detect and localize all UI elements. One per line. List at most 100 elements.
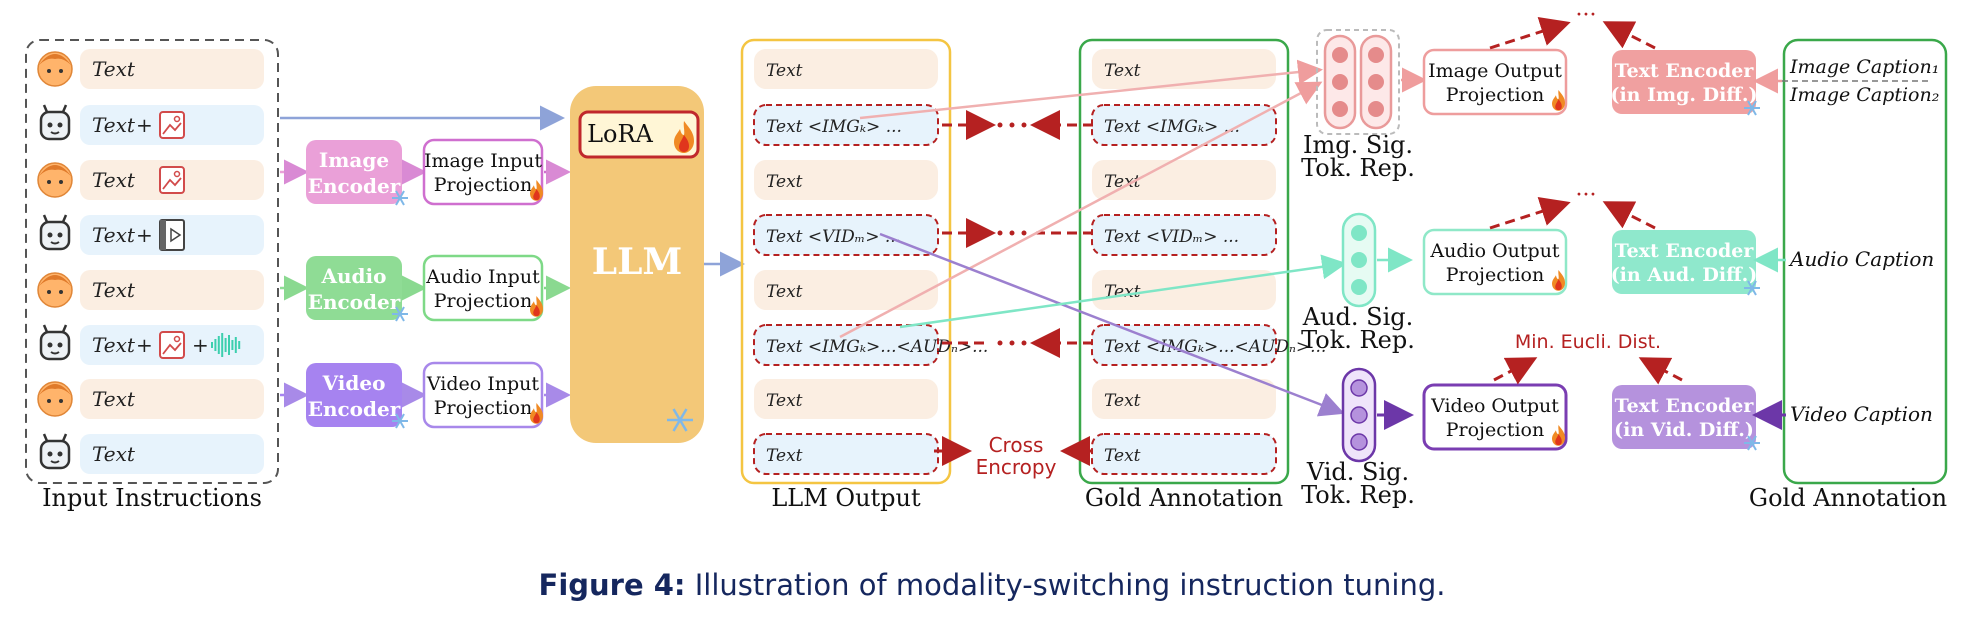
- input-row: Text: [37, 270, 264, 310]
- euclidean-arrows: [1489, 17, 1683, 385]
- row-text: Text: [1104, 282, 1141, 302]
- row-text: Text <VIDₘ> ...: [1104, 227, 1239, 247]
- fire-icon: [530, 296, 543, 317]
- image-caption-1: Image Caption₁: [1789, 56, 1939, 78]
- output-projection-label-line1: Image Output: [1428, 60, 1562, 82]
- text-encoder-label-line2: (in Aud. Diff.): [1611, 264, 1758, 286]
- encoder-label-line2: Encoder: [308, 174, 401, 198]
- row-text: Text <IMGₖ>...<AUDₙ>...: [1104, 337, 1326, 357]
- input-row: Text: [39, 433, 264, 474]
- llm-output-row: Text: [753, 433, 939, 475]
- input-projection-label-line1: Image Input: [424, 150, 542, 172]
- image-icon: [159, 111, 185, 139]
- gold-annotation-right-label: Gold Annotation: [1749, 484, 1947, 512]
- aud-sig-label-1: Aud. Sig.: [1302, 303, 1414, 331]
- gold-annotation-row: Text <IMGₖ>...<AUDₙ>...: [1091, 324, 1326, 366]
- robot-avatar-icon: [39, 214, 71, 251]
- row-text: Text: [766, 282, 803, 302]
- fire-icon: [1552, 90, 1565, 111]
- gold-annotation-row: Text: [1091, 433, 1277, 475]
- encoder-label-line1: Image: [319, 148, 389, 172]
- img-sig-label-1: Img. Sig.: [1303, 131, 1413, 159]
- row-text: Text <VIDₘ> ...: [766, 227, 901, 247]
- user-avatar-icon: [37, 272, 73, 308]
- row-text: Text: [1104, 446, 1141, 466]
- input-text: Text: [92, 442, 136, 466]
- vid-sig-label-1: Vid. Sig.: [1306, 458, 1409, 486]
- output-projection-label-line1: Audio Output: [1429, 240, 1560, 262]
- aud-signal-token-rep: Aud. Sig. Tok. Rep.: [1301, 212, 1415, 354]
- row-text: Text: [766, 61, 803, 81]
- row-text: Text: [1104, 172, 1141, 192]
- lora-label: LoRA: [587, 120, 653, 148]
- video-icon: [159, 219, 185, 251]
- ellipsis-top: ···: [1576, 3, 1597, 28]
- llm-output-row: Text: [754, 160, 938, 200]
- robot-avatar-icon: [39, 324, 71, 361]
- text-encoder-label-line2: (in Img. Diff.): [1610, 84, 1757, 106]
- text-encoder-0: Text Encoder(in Img. Diff.): [1610, 50, 1760, 116]
- llm-output-label: LLM Output: [771, 484, 921, 512]
- input-projection-label-line1: Video Input: [426, 373, 539, 395]
- fire-icon: [530, 403, 543, 424]
- snowflake-icon: [667, 408, 693, 432]
- gold-annotation-row: Text: [1092, 270, 1276, 310]
- row-text: Text: [766, 446, 803, 466]
- vid-sig-label-2: Tok. Rep.: [1301, 481, 1415, 509]
- llm-output-row: Text: [754, 270, 938, 310]
- text-encoder-label-line1: Text Encoder: [1615, 60, 1755, 82]
- input-row: Text+: [39, 104, 264, 145]
- input-row: Text: [37, 379, 264, 419]
- llm-output-row: Text: [754, 379, 938, 419]
- plus-sign: +: [136, 113, 153, 137]
- signal-connection-lines: [839, 59, 1347, 417]
- input-row: Text: [37, 160, 264, 200]
- plus-sign: +: [192, 333, 209, 357]
- llm-label: LLM: [592, 241, 682, 283]
- llm-block: LoRA LLM: [570, 86, 704, 443]
- input-projection-label-line2: Projection: [434, 174, 532, 196]
- robot-avatar-icon: [39, 104, 71, 141]
- input-projection-label-line2: Projection: [434, 290, 532, 312]
- text-encoder-label-line1: Text Encoder: [1615, 240, 1755, 262]
- cross-entropy-line2: Encropy: [976, 455, 1057, 479]
- gold-annotation-row: Text: [1092, 160, 1276, 200]
- ellipsis-mid: ···: [1576, 183, 1597, 208]
- text-encoder-label-line2: (in Vid. Diff.): [1614, 419, 1754, 441]
- input-row: Text++: [39, 324, 264, 365]
- output-projection-label-line1: Video Output: [1430, 395, 1559, 417]
- fire-icon: [674, 121, 694, 153]
- figure-caption: Figure 4: Illustration of modality-switc…: [0, 568, 1984, 602]
- gold-annotation-row: Text <IMGₖ> ...: [1091, 104, 1277, 146]
- encoder-label-line2: Encoder: [308, 397, 401, 421]
- user-avatar-icon: [37, 51, 73, 87]
- snowflake-icon: [392, 413, 408, 429]
- input-text: Text: [92, 333, 136, 357]
- image-icon: [159, 331, 185, 359]
- fire-icon: [530, 180, 543, 201]
- image-icon: [159, 166, 185, 194]
- llm-output-row: Text <VIDₘ> ...: [753, 214, 939, 256]
- input-projection-label-line1: Audio Input: [425, 266, 540, 288]
- lora-box: [578, 110, 700, 159]
- plus-sign: +: [136, 223, 153, 247]
- output-projection-label-line2: Projection: [1446, 419, 1544, 441]
- llm-output-row: Text <IMGₖ>...<AUDₙ>...: [753, 324, 988, 366]
- comparison-arrows: [934, 110, 1093, 466]
- output-projection-label-line2: Projection: [1446, 84, 1544, 106]
- row-text: Text <IMGₖ> ...: [1104, 117, 1240, 137]
- input-row: Text: [37, 49, 264, 89]
- llm-output-row: Text: [754, 49, 938, 89]
- gold-annotation-row: Text <VIDₘ> ...: [1091, 214, 1277, 256]
- user-avatar-icon: [37, 162, 73, 198]
- min-eucli-dist-label: Min. Eucli. Dist.: [1515, 331, 1661, 353]
